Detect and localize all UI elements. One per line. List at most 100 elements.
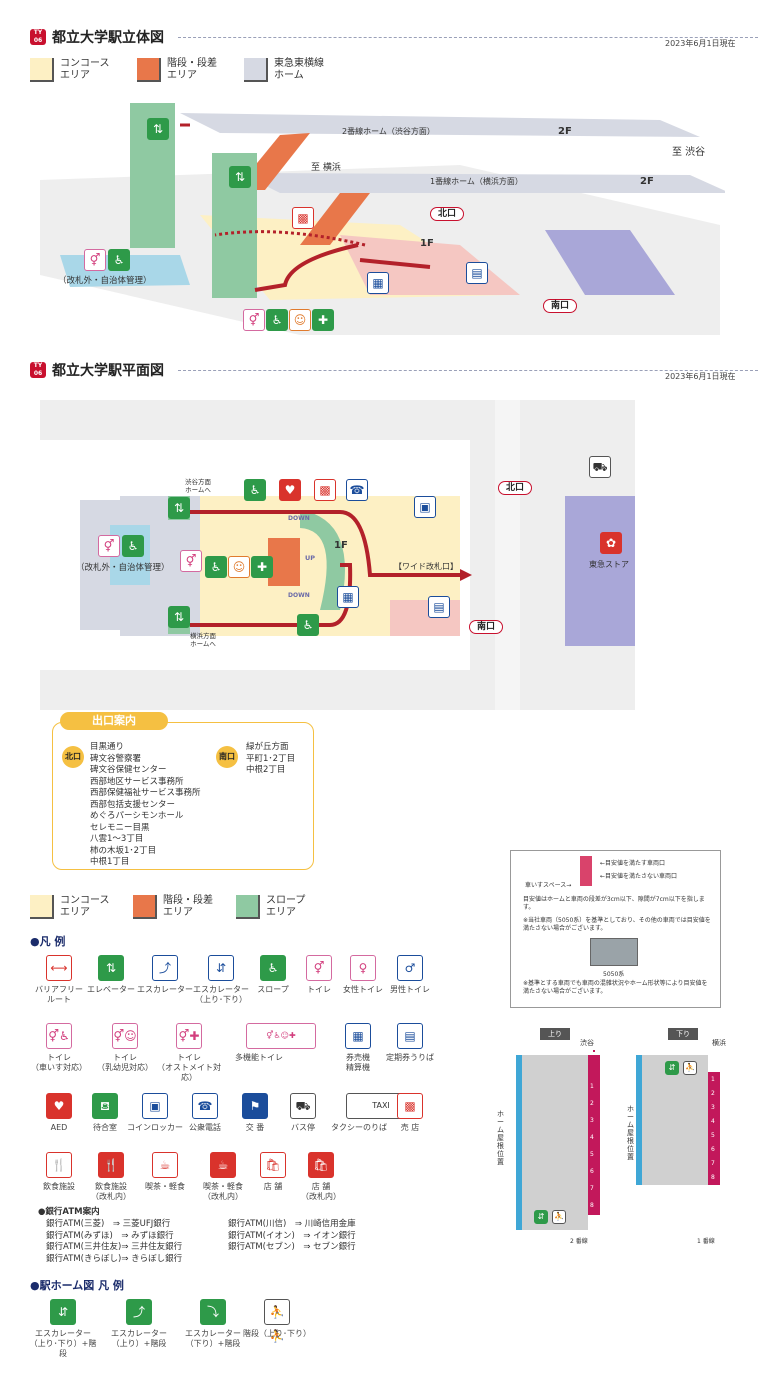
cafe-label: 喫茶・軽食 [145, 1182, 185, 1191]
header-divider [178, 370, 758, 371]
men-toilet-icon: ♂ [397, 955, 423, 981]
coin-locker-label: コインロッカー [127, 1123, 183, 1132]
to-yokohama-platform-label: 横浜方面 ホームへ [190, 632, 216, 648]
store-label: 東急ストア [589, 560, 629, 569]
down-destination: 横浜 [712, 1039, 726, 1047]
aed-icon: ♥ [46, 1093, 72, 1119]
wide-gate-label: 【ワイド改札口】 [394, 562, 458, 571]
escalator-stairs-icon: ⇵ [665, 1061, 679, 1075]
commuter-pass-icon: ▤ [466, 262, 488, 284]
floor-2f-label: 2F [640, 176, 654, 187]
aed-icon: ♥ [279, 479, 301, 501]
public-phone-label: 公衆電話 [189, 1123, 221, 1132]
car-number-down: 7 [711, 1160, 715, 1167]
store-label: 店 舗 [263, 1182, 283, 1191]
page-title: 都立大学駅平面図 [52, 363, 164, 379]
exit-guide-title: 出口案内 [60, 712, 168, 730]
women-toilet-label: 女性トイレ [343, 985, 383, 994]
car-number-down: 1 [711, 1076, 715, 1083]
cafe-inside-icon: ☕ [210, 1152, 236, 1178]
south-exit-badge: 南口 [469, 620, 504, 634]
escalator-up-stairs-icon: ⤴ [126, 1299, 152, 1325]
car-number-down: 4 [711, 1118, 715, 1125]
stairs-icon: ⛹ [683, 1061, 697, 1075]
women-toilet-icon: ♀ [350, 955, 376, 981]
outside-gate-note: （改札外・自治体管理） [58, 276, 152, 286]
platform-1 [240, 173, 725, 193]
taxi-label: タクシーのりば [331, 1123, 387, 1132]
restaurant-inside-icon: 🍴 [98, 1152, 124, 1178]
north-exit-badge: 北口 [498, 481, 533, 495]
escalator-down-stairs-icon: ⤵ [200, 1299, 226, 1325]
not-meets-standard-label: ←目安値を満たさない車両口 [600, 873, 678, 880]
car-number-down: 2 [711, 1090, 715, 1097]
baby-icon: ☺ [289, 309, 311, 331]
to-shibuya-platform-label: 渋谷方面 ホームへ [185, 478, 211, 494]
train-caption: 5050系 [603, 971, 625, 978]
aed-label: AED [50, 1123, 68, 1132]
platform-legend-title: ●駅ホーム図 凡 例 [30, 1279, 124, 1292]
car-number-up: 3 [590, 1117, 594, 1124]
commuter-pass-icon: ▤ [397, 1023, 423, 1049]
escalator-down-stairs-label: エスカレーター （下り）+階段 [185, 1329, 241, 1348]
stairs-label: 階段・段差 エリア [163, 895, 213, 918]
floor-1f-label: 1F [334, 540, 348, 551]
stairs-updown-icon: ⛹⛹ [264, 1299, 290, 1343]
waiting-room-label: 待合室 [93, 1123, 117, 1132]
car-number-down: 6 [711, 1146, 715, 1153]
floor-1f-label: 1F [420, 238, 434, 249]
multipurpose-toilet-label: 多機能トイレ [235, 1053, 283, 1062]
ticket-machine-icon: ▦ [367, 272, 389, 294]
car-number-up: 2 [590, 1100, 594, 1107]
commuter-pass-label: 定期券うりば [386, 1053, 434, 1062]
toilet-icon: ⚥ [180, 550, 202, 572]
barrier-free-route-label: バリアフリー ルート [35, 985, 83, 1004]
badge-number: 06 [33, 370, 43, 377]
atm-list-right: 銀行ATM(川信) ⇒ 川崎信用金庫 銀行ATM(イオン) ⇒ イオン銀行 銀行… [228, 1219, 356, 1252]
station-badge: TY 06 [30, 362, 46, 378]
slope-area [300, 510, 345, 610]
slope-swatch [236, 895, 260, 919]
wheelchair-icon: ♿ [266, 309, 288, 331]
header-divider [178, 37, 758, 38]
up-platform-label: 上り [540, 1028, 570, 1040]
store-building [545, 230, 675, 295]
escalator-updown-stairs-label: エスカレーター （上り･下り）+階段 [29, 1329, 97, 1358]
men-toilet-label: 男性トイレ [390, 985, 430, 994]
outside-gate-note: （改札外・自治体管理） [76, 563, 170, 573]
vehicle-note: ※当社車両（5050系）を基準としており、その他の車両では目安値を満たさない場合… [523, 917, 711, 932]
stairs-swatch [137, 58, 161, 82]
toilet-baby-label: トイレ （乳幼児対応） [97, 1053, 153, 1072]
ticket-machine-icon: ▦ [345, 1023, 371, 1049]
bus-stop-icon: ⛟ [589, 456, 611, 478]
stairs-1 [300, 193, 370, 245]
store-building [565, 496, 635, 646]
platform-2 [180, 113, 700, 137]
platform-swatch [244, 58, 268, 82]
car-info-box [510, 850, 721, 1008]
wheelchair-icon: ♿ [122, 535, 144, 557]
store-inside-label: 店 舗 （改札内） [301, 1182, 341, 1201]
atm-title: ●銀行ATM案内 [38, 1207, 100, 1217]
shop-icon: ▩ [397, 1093, 423, 1119]
badge-line: TY [33, 362, 43, 369]
slope-label: スロープ [257, 985, 289, 994]
toilet-ostomate-label: トイレ （オストメイト対応） [157, 1053, 221, 1082]
ticket-machine-label: 券売機 精算機 [346, 1053, 370, 1072]
down-label: DOWN [288, 592, 310, 599]
shop-icon: ▩ [292, 207, 314, 229]
platform2-label: 2番線ホーム（渋谷方面） [342, 127, 435, 136]
car-number-up: 4 [590, 1134, 594, 1141]
elevator-icon: ⇅ [168, 497, 190, 519]
legend-title: ●凡 例 [30, 935, 66, 948]
toilet-wheelchair-icon: ⚥♿ [46, 1023, 72, 1049]
store-icon: 🛍 [260, 1152, 286, 1178]
multipurpose-toilet-icon: ⚥♿☺✚ [246, 1023, 316, 1049]
shop-icon: ▩ [314, 479, 336, 501]
car-number-up: 8 [590, 1202, 594, 1209]
restaurant-inside-label: 飲食施設 （改札内） [91, 1182, 131, 1201]
cafe-icon: ☕ [152, 1152, 178, 1178]
platform-label: 東急東横線 ホーム [274, 58, 324, 81]
elevator-label: エレベーター [87, 985, 135, 994]
concourse-label: コンコース エリア [60, 895, 110, 918]
